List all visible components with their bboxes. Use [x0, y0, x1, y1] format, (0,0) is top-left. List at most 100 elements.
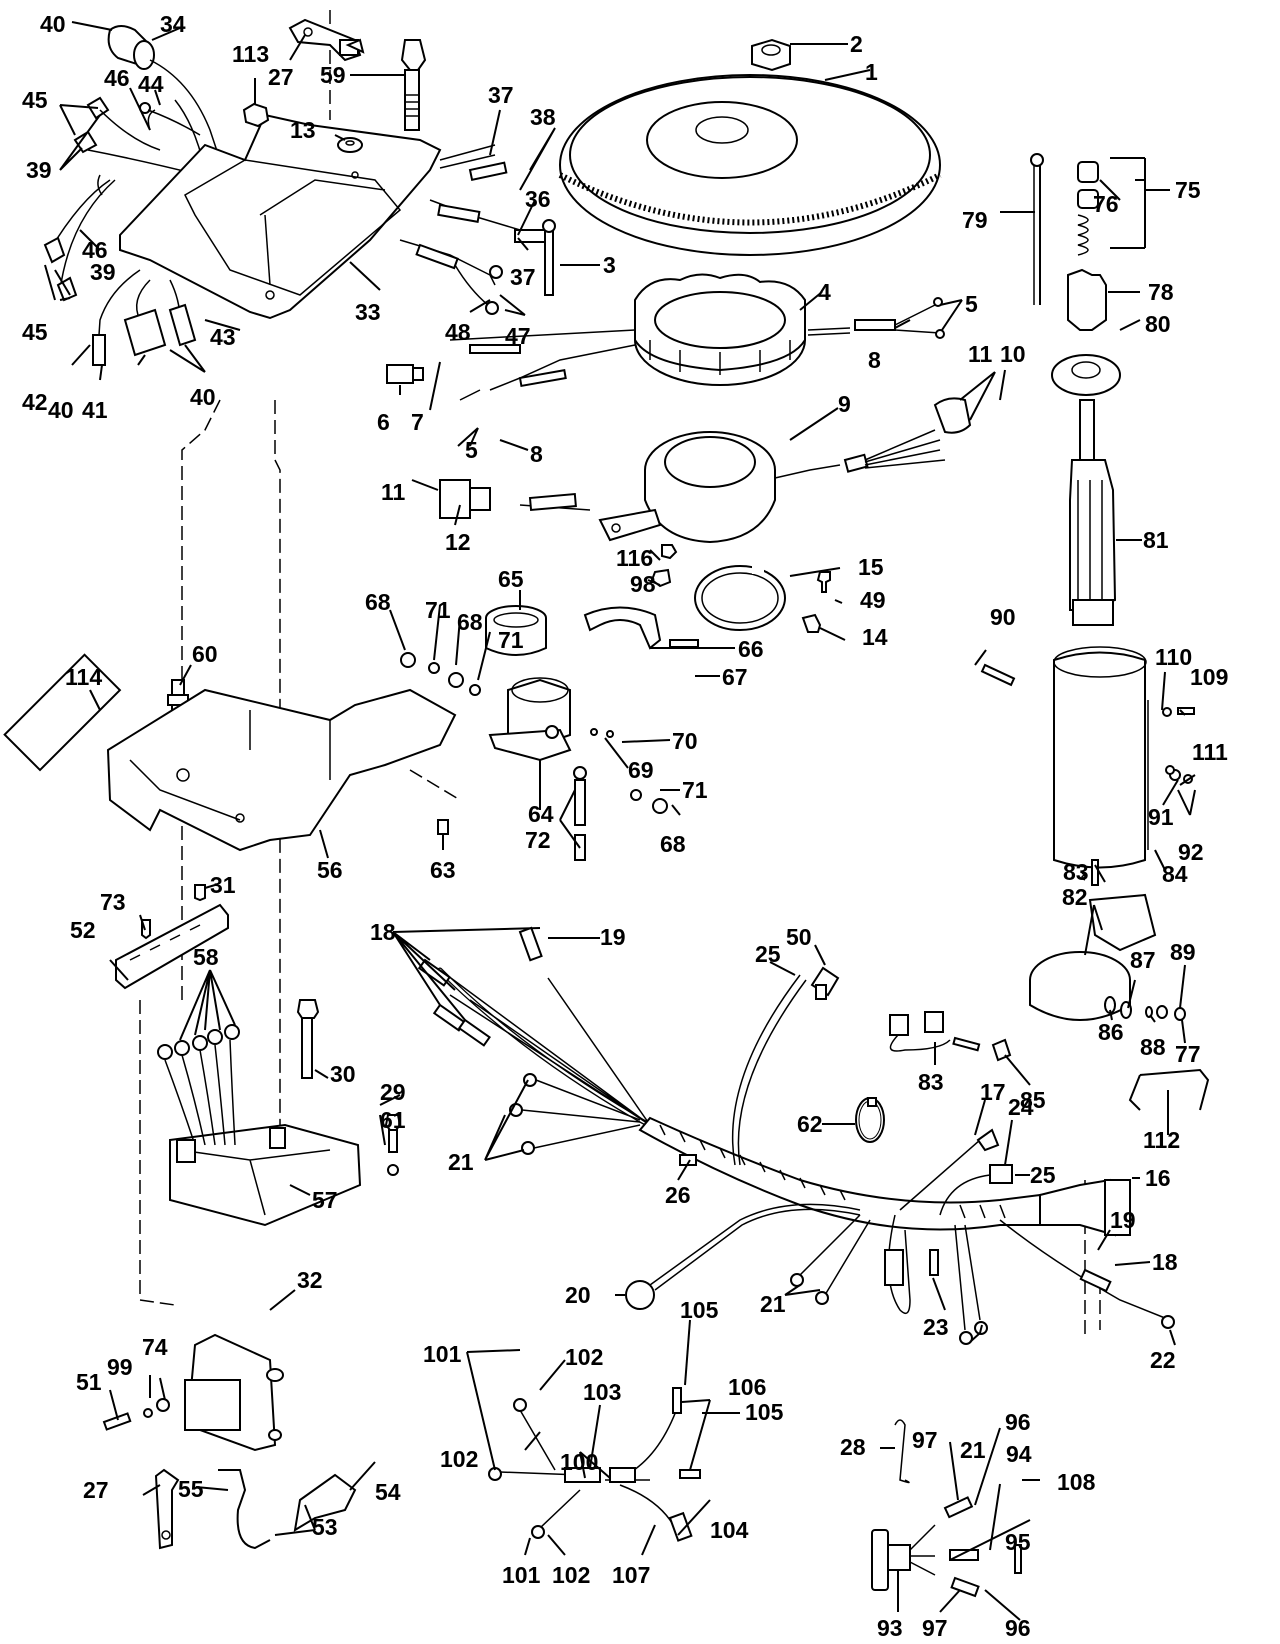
callout-52: 52 — [70, 917, 96, 943]
stator — [386, 273, 945, 401]
callout-51: 51 — [76, 1369, 102, 1395]
callout-44: 44 — [138, 71, 164, 97]
timer-base — [439, 397, 972, 544]
callout-40: 40 — [40, 11, 66, 37]
callout-71: 71 — [498, 627, 524, 653]
callout-38: 38 — [530, 104, 556, 130]
callout-45: 45 — [22, 87, 48, 113]
callout-68: 68 — [365, 589, 391, 615]
callout-75: 75 — [1175, 177, 1201, 203]
callout-82: 82 — [1062, 884, 1088, 910]
callout-62: 62 — [797, 1111, 823, 1137]
callout-65: 65 — [498, 566, 524, 592]
mounting-bracket — [3, 653, 461, 852]
callout-80: 80 — [1145, 311, 1171, 337]
flywheel — [558, 38, 942, 256]
starter-motor — [889, 153, 1195, 1062]
callout-14: 14 — [862, 624, 888, 650]
callout-7: 7 — [411, 409, 424, 435]
callout-1: 1 — [865, 59, 878, 85]
callout-37: 37 — [488, 82, 514, 108]
callout-110: 110 — [1155, 644, 1192, 670]
plate-wires — [399, 144, 556, 315]
callout-3: 3 — [603, 252, 616, 278]
callout-101: 101 — [423, 1341, 462, 1367]
callout-92: 92 — [1178, 839, 1204, 865]
callout-40: 40 — [48, 397, 74, 423]
callout-102: 102 — [565, 1344, 603, 1370]
callout-71: 71 — [425, 597, 451, 623]
callout-83: 83 — [918, 1069, 944, 1095]
callout-56: 56 — [317, 857, 343, 883]
callout-67: 67 — [722, 664, 748, 690]
callout-88: 88 — [1140, 1034, 1166, 1060]
callout-70: 70 — [672, 728, 698, 754]
callout-13: 13 — [290, 117, 316, 143]
callout-37: 37 — [510, 264, 536, 290]
callout-95: 95 — [1005, 1529, 1031, 1555]
callout-46: 46 — [82, 237, 108, 263]
callout-15: 15 — [858, 554, 884, 580]
callout-2: 2 — [850, 31, 863, 57]
callout-33: 33 — [355, 299, 381, 325]
callout-36: 36 — [525, 186, 551, 212]
callout-28: 28 — [840, 1434, 866, 1460]
callout-25: 25 — [1030, 1162, 1056, 1188]
callout-96: 96 — [1005, 1615, 1031, 1641]
callout-109: 109 — [1190, 664, 1228, 690]
callout-21: 21 — [960, 1437, 986, 1463]
callout-18: 18 — [1152, 1249, 1178, 1275]
callout-29: 29 — [380, 1079, 406, 1105]
callout-34: 34 — [160, 11, 186, 37]
callout-84: 84 — [1162, 861, 1188, 887]
callout-61: 61 — [380, 1107, 406, 1133]
callout-93: 93 — [877, 1615, 903, 1641]
wiring-harness — [437, 967, 1175, 1345]
callout-59: 59 — [320, 62, 346, 88]
callout-69: 69 — [628, 757, 654, 783]
callout-12: 12 — [445, 529, 471, 555]
callout-24: 24 — [1008, 1094, 1034, 1120]
callout-50: 50 — [786, 924, 812, 950]
callout-53: 53 — [312, 1514, 338, 1540]
callout-79: 79 — [962, 207, 988, 233]
callout-105: 105 — [745, 1399, 784, 1425]
callout-6: 6 — [377, 409, 390, 435]
callout-74: 74 — [142, 1334, 168, 1360]
callout-81: 81 — [1143, 527, 1169, 553]
callout-11: 11 — [968, 341, 993, 367]
callout-25: 25 — [755, 941, 781, 967]
callout-18: 18 — [370, 919, 396, 945]
callout-27: 27 — [83, 1477, 109, 1503]
callout-21: 21 — [448, 1149, 474, 1175]
callout-30: 30 — [330, 1061, 356, 1087]
callout-8: 8 — [868, 347, 881, 373]
callout-4: 4 — [818, 279, 831, 305]
callout-90: 90 — [990, 604, 1016, 630]
callout-48: 48 — [445, 319, 471, 345]
callout-47: 47 — [505, 323, 531, 349]
callout-39: 39 — [26, 157, 52, 183]
top-hardware — [242, 18, 427, 153]
callout-8: 8 — [530, 441, 543, 467]
callout-11: 11 — [381, 479, 406, 505]
callout-63: 63 — [430, 857, 456, 883]
callout-83: 83 — [1063, 859, 1089, 885]
key-switch — [871, 1419, 1022, 1598]
callout-87: 87 — [1130, 947, 1156, 973]
callout-40: 40 — [190, 384, 216, 410]
callout-85: 85 — [1020, 1087, 1046, 1113]
callout-104: 104 — [710, 1517, 749, 1543]
callout-103: 103 — [583, 1379, 621, 1405]
callout-58: 58 — [193, 944, 219, 970]
cover-plate — [119, 113, 442, 320]
callout-labels: 40 34 113 27 59 2 1 46 44 45 39 13 37 38… — [22, 11, 1228, 1641]
callout-20: 20 — [565, 1282, 591, 1308]
callout-26: 26 — [665, 1182, 691, 1208]
callout-91: 91 — [1148, 804, 1174, 830]
callout-49: 49 — [860, 587, 886, 613]
ignition-coil — [102, 1333, 357, 1550]
retaining-ring — [650, 544, 831, 633]
callout-107: 107 — [612, 1562, 650, 1588]
